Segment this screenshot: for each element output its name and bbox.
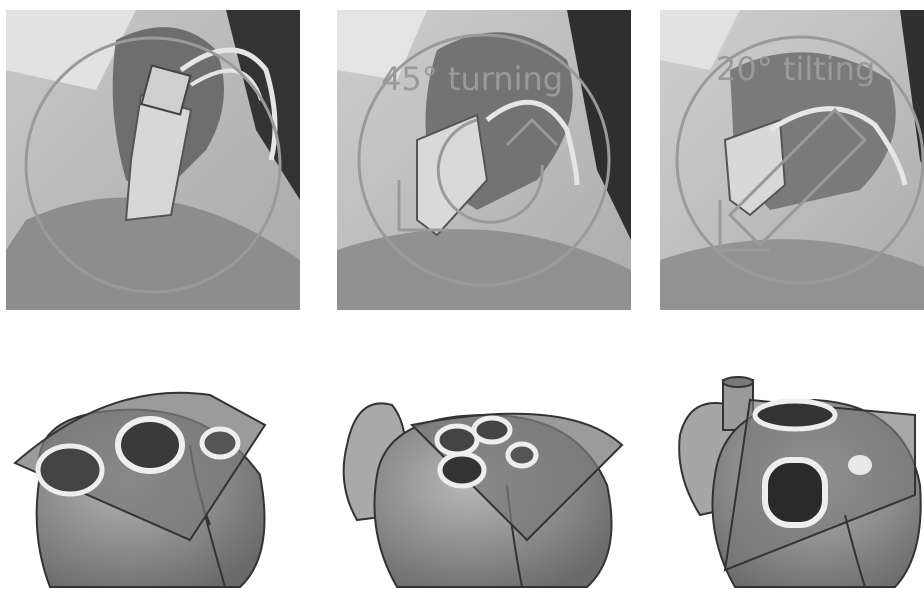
probe-photo-tilting: 20° tilting: [660, 10, 924, 310]
heart-section-tilting: [675, 325, 924, 589]
probe-photo-standard: [6, 10, 300, 310]
probe-photo-turning: 45° turning: [337, 10, 631, 310]
turning-label: 45° turning: [381, 60, 563, 98]
heart-section-turning: [337, 325, 637, 589]
heart-section-standard: [10, 325, 280, 589]
tilting-label: 20° tilting: [716, 50, 875, 88]
